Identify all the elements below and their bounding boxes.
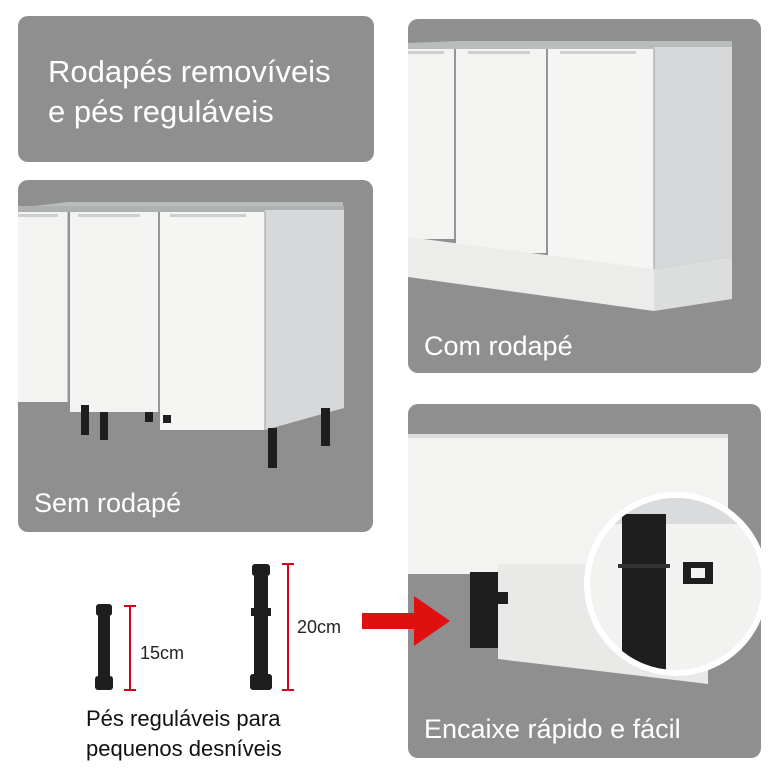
panel-without-kickboard: Sem rodapé [18, 180, 373, 532]
title-panel: Rodapés removíveis e pés reguláveis [18, 16, 374, 162]
caption-with-kickboard: Com rodapé [424, 331, 573, 361]
headline-line-1: Rodapés removíveis [48, 54, 331, 89]
small-foot-ruler [124, 605, 136, 691]
panel-with-kickboard: Com rodapé [408, 19, 761, 373]
caption-quick-fit: Encaixe rápido e fácil [424, 714, 681, 744]
large-foot-ruler [282, 563, 294, 691]
cabinet-without-kickboard-illustration [18, 202, 344, 468]
cabinet-with-kickboard-illustration [408, 41, 732, 311]
large-adjustable-foot [250, 564, 272, 690]
small-foot-height-label: 15cm [140, 643, 185, 663]
feet-caption: Pés reguláveis para pequenos desníveis [86, 704, 282, 764]
large-foot-height-label: 20cm [297, 617, 342, 637]
panel-quick-fit: Encaixe rápido e fácil [408, 404, 761, 758]
quick-fit-illustration [408, 434, 761, 684]
headline-line-2: e pés reguláveis [48, 94, 274, 129]
feet-caption-line-1: Pés reguláveis para [86, 706, 281, 731]
feet-caption-line-2: pequenos desníveis [86, 736, 282, 761]
caption-without-kickboard: Sem rodapé [34, 488, 182, 518]
headline: Rodapés removíveis e pés reguláveis [48, 52, 331, 132]
small-adjustable-foot [95, 604, 113, 690]
